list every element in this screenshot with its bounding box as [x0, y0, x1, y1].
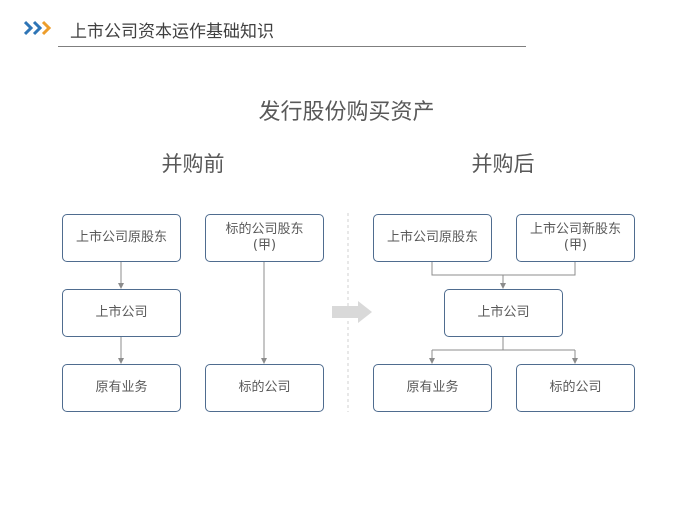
before-section-title: 并购前 [161, 152, 225, 176]
box-after-original-shareholders: 上市公司原股东 [373, 214, 492, 262]
header-divider [58, 46, 526, 47]
header-bar: 上市公司资本运作基础知识 [0, 0, 693, 50]
box-after-listed-company: 上市公司 [444, 289, 563, 337]
after-section-title: 并购后 [471, 152, 535, 176]
box-before-listed-company: 上市公司 [62, 289, 181, 337]
box-after-target-company: 标的公司 [516, 364, 635, 412]
slide-title: 发行股份购买资产 [258, 100, 435, 125]
box-before-listed-shareholders: 上市公司原股东 [62, 214, 181, 262]
box-before-target-shareholder: 标的公司股东 (甲) [205, 214, 324, 262]
box-after-original-business: 原有业务 [373, 364, 492, 412]
chevron-right-icon [24, 20, 52, 36]
box-before-target-company: 标的公司 [205, 364, 324, 412]
transition-arrow [332, 301, 372, 323]
box-before-original-business: 原有业务 [62, 364, 181, 412]
box-after-new-shareholder: 上市公司新股东 (甲) [516, 214, 635, 262]
connector-merge-shareholders [431, 262, 576, 276]
header-title: 上市公司资本运作基础知识 [70, 22, 274, 42]
